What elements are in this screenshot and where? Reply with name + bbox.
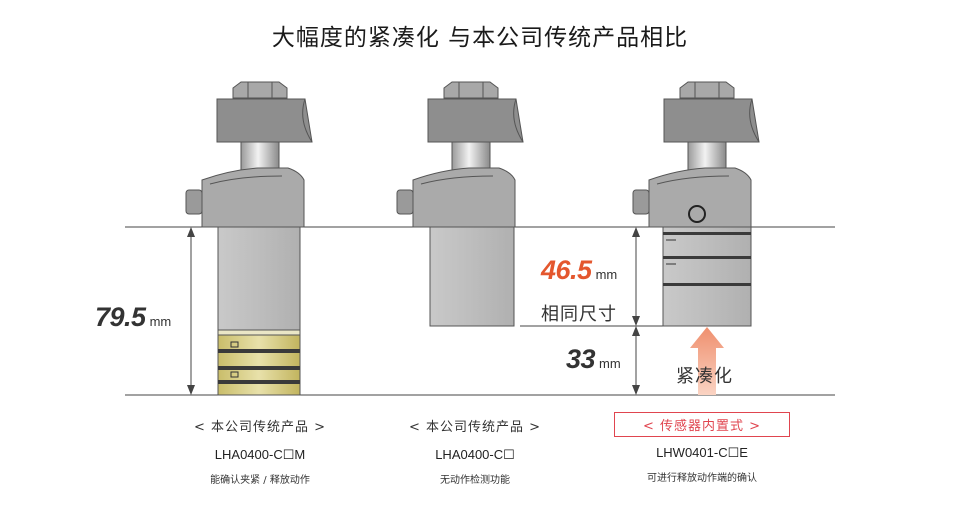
total-height-arrow xyxy=(187,227,195,395)
product-label-2: < 本公司传统产品 > xyxy=(408,420,542,435)
lower-dimension-unit: mm xyxy=(599,356,621,371)
total-dimension-value: 79.5 xyxy=(95,302,146,332)
product-caption-3: < 传感器内置式 > LHW0401-C☐E 可进行释放动作端的确认 xyxy=(597,412,807,484)
product-label-1: < 本公司传统产品 > xyxy=(193,420,327,435)
product-desc-2: 无动作检测功能 xyxy=(440,475,510,486)
total-dimension-unit: mm xyxy=(149,314,172,329)
page-title: 大幅度的紧凑化 与本公司传统产品相比 xyxy=(271,25,689,51)
lower-height-arrow xyxy=(632,326,640,395)
reduced-height-arrow xyxy=(632,227,640,326)
product-caption-1: < 本公司传统产品 > LHA0400-C☐M 能确认夹紧 / 释放动作 xyxy=(160,416,360,486)
product-label-3: < 传感器内置式 > xyxy=(613,412,791,437)
lower-dimension-value: 33 xyxy=(566,344,596,374)
product-desc-1: 能确认夹紧 / 释放动作 xyxy=(210,475,310,486)
clamp-1 xyxy=(185,81,313,396)
reduced-dimension-value: 46.5 xyxy=(541,255,592,285)
product-model-2: LHA0400-C☐ xyxy=(435,447,515,462)
product-desc-3: 可进行释放动作端的确认 xyxy=(647,473,757,484)
clamp-2 xyxy=(396,81,524,327)
product-model-1: LHA0400-C☐M xyxy=(214,447,306,462)
same-size-label: 相同尺寸 xyxy=(541,304,617,325)
clamp-3 xyxy=(632,81,760,327)
product-model-3: LHW0401-C☐E xyxy=(656,445,748,460)
product-caption-2: < 本公司传统产品 > LHA0400-C☐ 无动作检测功能 xyxy=(375,416,575,486)
compact-label: 紧凑化 xyxy=(676,366,733,387)
compact-arrow xyxy=(690,327,724,395)
reduced-dimension-unit: mm xyxy=(595,267,618,282)
